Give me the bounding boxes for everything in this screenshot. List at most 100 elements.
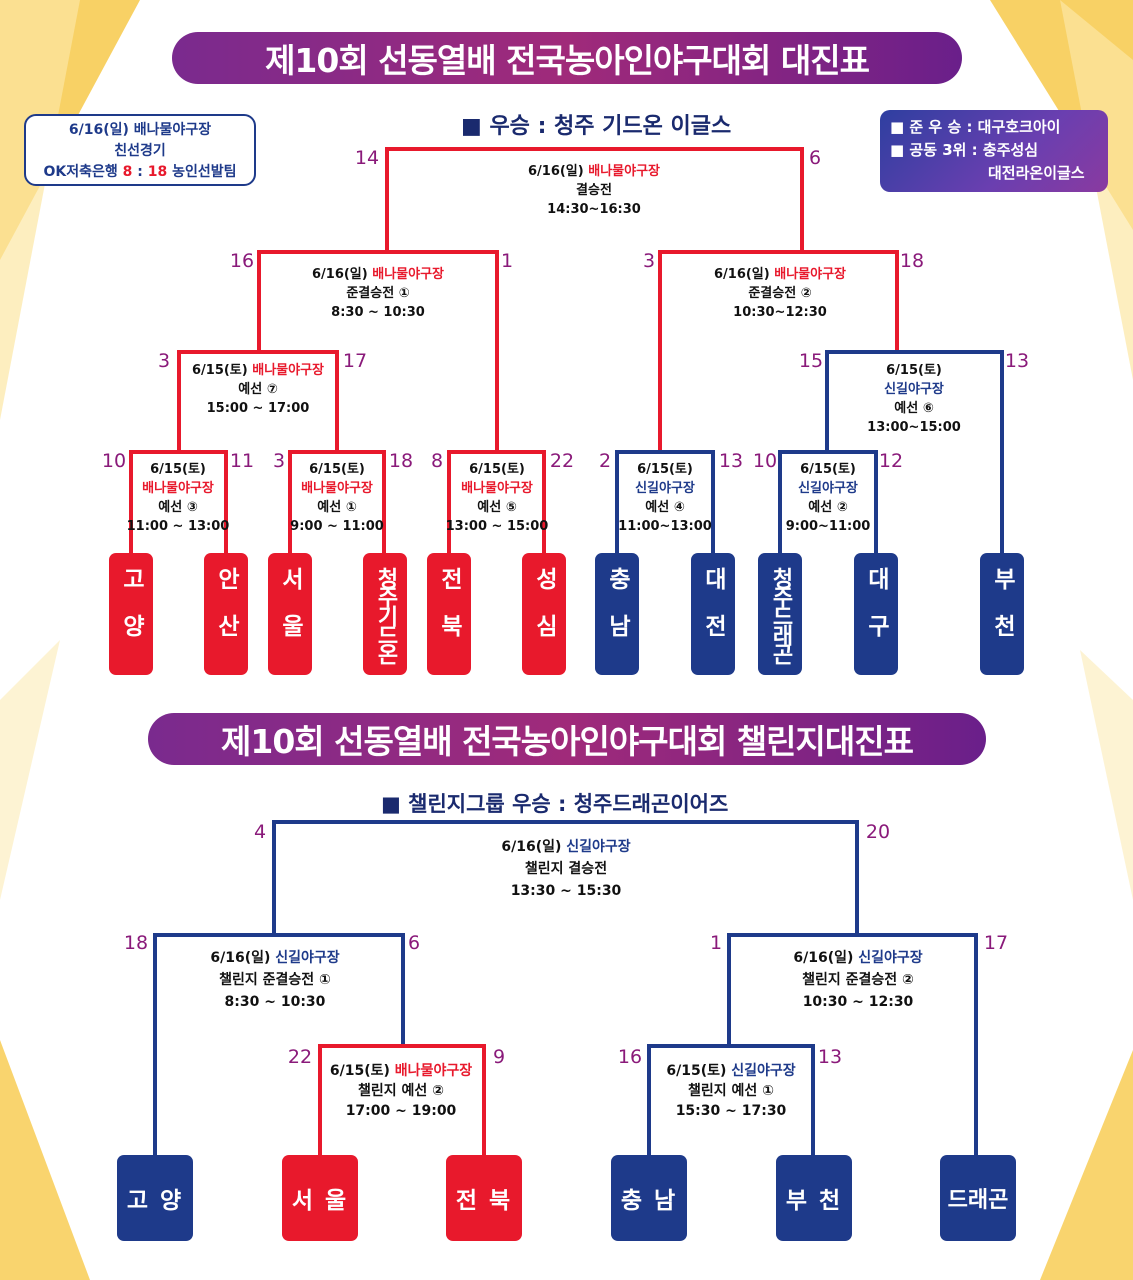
venue: 배나물야구장 [394,1063,473,1079]
friendly-result: OK저축은행 8 : 18 농인선발팀 [26,162,254,183]
venue: 배나물야구장 [588,164,661,179]
score: 13 [1004,350,1030,372]
score: 15 [798,350,824,372]
team-box: 전북 [427,553,471,675]
main-final-info: 6/16(일) 배나물야구장 결승전 14:30~16:30 [528,162,660,219]
team-box: 성심 [522,553,566,675]
friendly-score1: 8 [122,164,133,180]
team-box: 청주기드온 [363,553,407,675]
round: 예선 ④ [645,500,685,515]
round: 예선 ③ [158,500,198,515]
score: 4 [253,821,267,843]
score: 8 [430,450,444,472]
results-box: ■ 준 우 승 : 대구호크아이 ■ 공동 3위 : 충주성심 대전라온이글스 [880,110,1108,192]
round: 챌린지 결승전 [524,861,608,877]
team-box: 고 양 [117,1155,193,1241]
score: 14 [354,147,380,169]
score: 10 [752,450,778,472]
challenge-p1-info: 6/15(토) 신길야구장 챌린지 예선 ① 15:30 ~ 17:30 [666,1061,795,1121]
date: 6/15(토) [886,363,942,378]
score: 16 [617,1046,643,1068]
main-p3-info: 6/15(토) 배나물야구장 예선 ③ 11:00 ~ 13:00 [127,460,230,536]
score: 3 [642,250,656,272]
venue: 배나물야구장 [461,481,533,496]
date: 6/15(토) [150,462,206,477]
venue: 신길야구장 [884,382,944,397]
score: 6 [808,147,822,169]
challenge-winner-text: ■ 챌린지그룹 우승 : 청주드래곤이어즈 [381,792,729,816]
venue: 배나물야구장 [252,363,325,378]
score: 16 [229,250,255,272]
time: 8:30 ~ 10:30 [224,994,326,1010]
time: 10:30 ~ 12:30 [802,994,914,1010]
team-box: 드래곤 [940,1155,1016,1241]
score: 17 [983,932,1009,954]
main-p2-info: 6/15(토) 신길야구장 예선 ② 9:00~11:00 [786,460,871,536]
round: 예선 ⑤ [477,500,517,515]
team-box: 청주드래곤 [758,553,802,675]
score: 18 [388,450,414,472]
team-box: 부천 [980,553,1024,675]
time: 14:30~16:30 [547,202,641,217]
main-p4-info: 6/15(토) 신길야구장 예선 ④ 11:00~13:00 [618,460,712,536]
challenge-semi1-info: 6/16(일) 신길야구장 챌린지 준결승전 ① 8:30 ~ 10:30 [210,947,339,1013]
time: 13:00~15:00 [867,420,961,435]
date: 6/16(일) [713,267,770,282]
main-semi1-info: 6/16(일) 배나물야구장 준결승전 ① 8:30 ~ 10:30 [312,265,444,322]
round: 예선 ⑦ [238,382,278,397]
friendly-team2: 농인선발팀 [172,164,237,180]
main-semi2-info: 6/16(일) 배나물야구장 준결승전 ② 10:30~12:30 [714,265,846,322]
score: 3 [157,350,171,372]
time: 8:30 ~ 10:30 [331,305,425,320]
team-box: 부 천 [776,1155,852,1241]
challenge-title-banner: 제10회 선동열배 전국농아인야구대회 챌린지대진표 [148,713,986,765]
score: 17 [342,350,368,372]
team-box: 고양 [109,553,153,675]
date: 6/15(토) [469,462,525,477]
score: 18 [123,932,149,954]
time: 15:30 ~ 17:30 [675,1103,787,1119]
round: 챌린지 준결승전 ② [802,972,914,988]
date: 6/15(토) [329,1063,390,1079]
score: 1 [500,250,514,272]
score: 3 [272,450,286,472]
time: 13:00 ~ 15:00 [445,519,549,534]
team-box: 서울 [268,553,312,675]
challenge-final-info: 6/16(일) 신길야구장 챌린지 결승전 13:30 ~ 15:30 [501,836,630,902]
challenge-semi2-info: 6/16(일) 신길야구장 챌린지 준결승전 ② 10:30 ~ 12:30 [793,947,922,1013]
challenge-p2-info: 6/15(토) 배나물야구장 챌린지 예선 ② 17:00 ~ 19:00 [330,1061,472,1121]
venue: 신길야구장 [635,481,695,496]
round: 예선 ① [317,500,357,515]
venue: 신길야구장 [731,1063,796,1079]
score: 9 [492,1046,506,1068]
date: 6/16(일) [501,839,562,855]
score: 13 [817,1046,843,1068]
date: 6/15(토) [666,1063,727,1079]
friendly-sep: : [132,164,148,180]
time: 11:00~13:00 [618,519,712,534]
date: 6/16(일) [311,267,368,282]
main-winner-text: ■ 우승 : 청주 기드온 이글스 [461,114,732,139]
score: 12 [878,450,904,472]
third-place-text: ■ 공동 3위 : 충주성심 [890,141,1039,159]
score: 18 [899,250,925,272]
round: 챌린지 예선 ② [357,1083,445,1099]
date: 6/15(토) [637,462,693,477]
round: 준결승전 ① [346,286,410,301]
team-box: 충남 [595,553,639,675]
score: 2 [598,450,612,472]
runner-up-text: ■ 준 우 승 : 대구호크아이 [890,118,1061,136]
venue: 배나물야구장 [372,267,445,282]
friendly-line1: 6/16(일) 배나물야구장 [68,122,212,138]
venue: 배나물야구장 [301,481,373,496]
score: 13 [718,450,744,472]
score: 22 [287,1046,313,1068]
time: 17:00 ~ 19:00 [345,1103,457,1119]
time: 9:00 ~ 11:00 [290,519,384,534]
time: 9:00~11:00 [785,519,871,534]
date: 6/15(토) [309,462,365,477]
round: 준결승전 ② [748,286,812,301]
round: 챌린지 예선 ① [687,1083,775,1099]
